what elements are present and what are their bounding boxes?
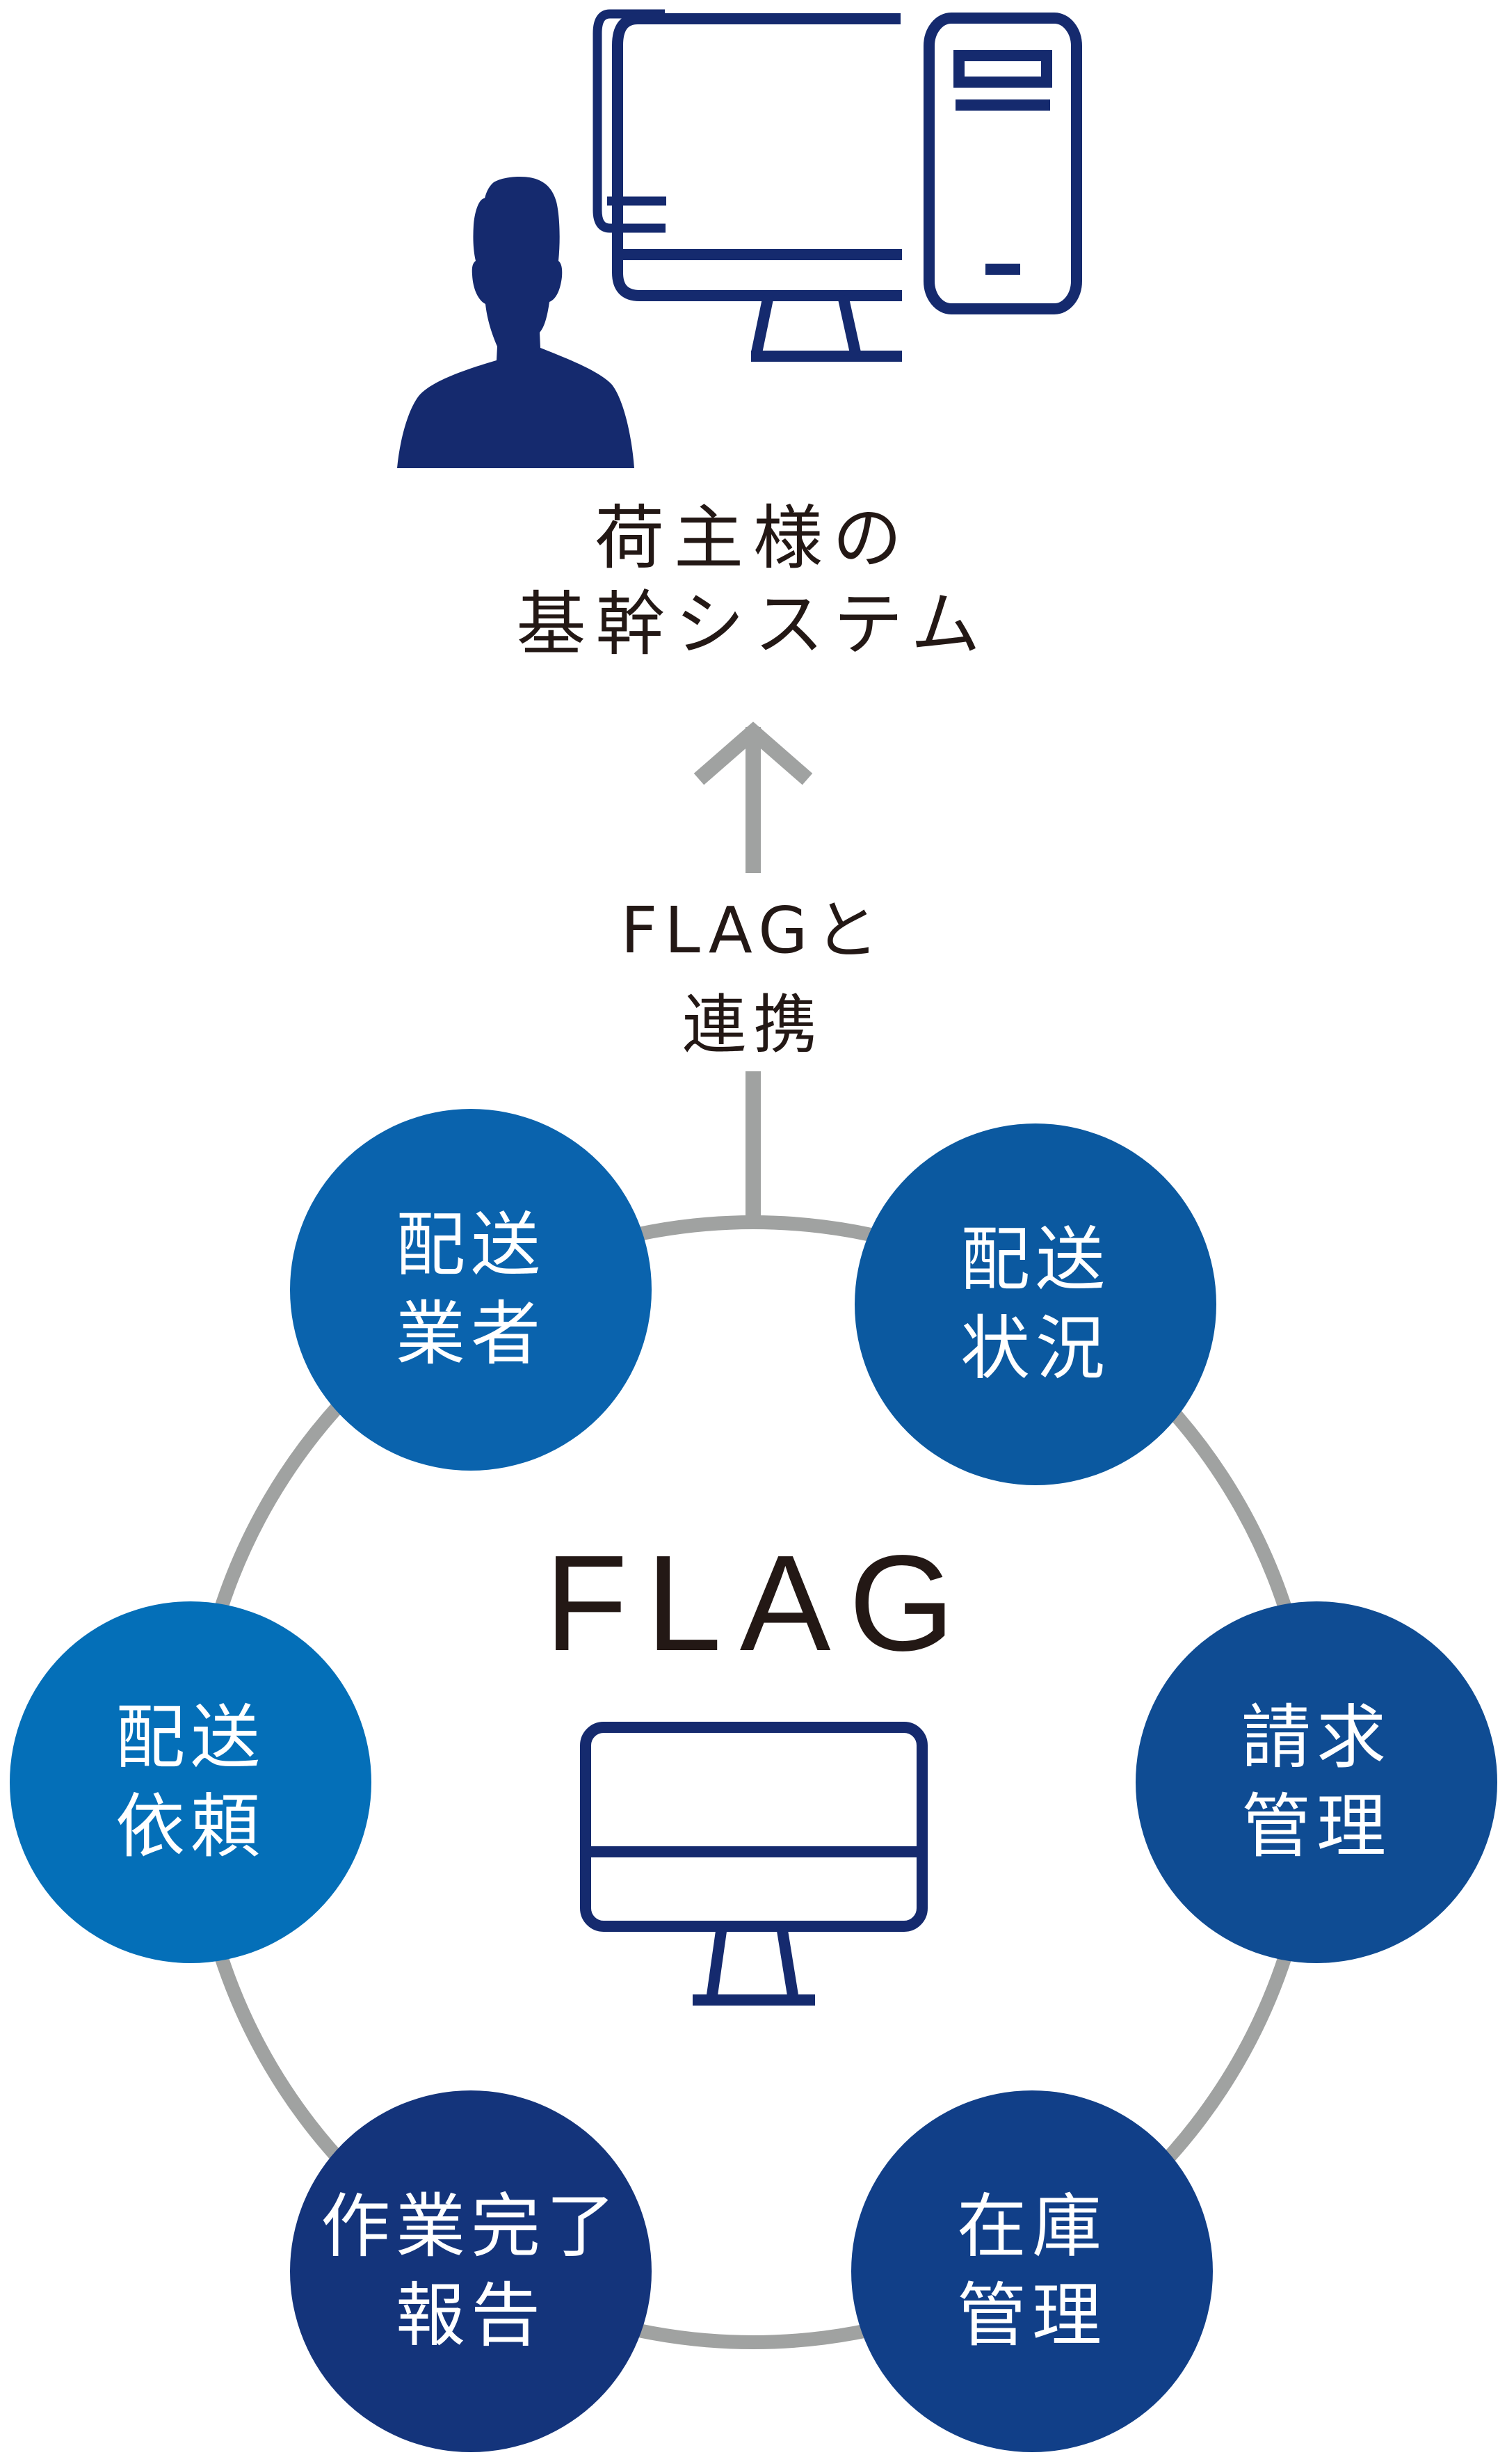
node-label-line: 業者: [396, 1293, 546, 1375]
shipper-system-label: 荷主様の 基幹システム: [405, 495, 1101, 668]
node-label-line: 配送: [115, 1697, 266, 1778]
node-haisou-joukyou: 配送 状況: [855, 1123, 1216, 1485]
pc-tower-icon: [924, 13, 1082, 314]
node-label-line: 報告: [396, 2275, 546, 2356]
node-label-line: 作業完了: [321, 2186, 621, 2267]
flag-link-label: FLAGと 連携: [579, 883, 927, 1073]
node-label-line: 管理: [957, 2275, 1107, 2356]
desktop-monitor-icon: [612, 13, 902, 362]
node-haisou-irai: 配送 依頼: [10, 1601, 371, 1963]
flag-link-label-line: FLAGと: [620, 893, 886, 968]
flag-title: FLAG: [545, 1527, 973, 1679]
node-label-line: 配送: [960, 1219, 1111, 1300]
node-seikyuu-kanri: 請求 管理: [1136, 1601, 1497, 1963]
node-label-line: 管理: [1241, 1786, 1392, 1867]
node-label-line: 依頼: [115, 1786, 266, 1867]
node-label-line: 請求: [1241, 1697, 1392, 1778]
node-zaiko-kanri: 在庫 管理: [851, 2090, 1213, 2452]
arrow-up-icon: [693, 721, 813, 873]
node-haisou-gyousha: 配送 業者: [290, 1109, 652, 1471]
person-icon: [397, 177, 634, 468]
monitor-icon: [580, 1722, 928, 2006]
shipper-system-label-line: 荷主様の: [595, 497, 912, 579]
node-label-line: 配送: [396, 1204, 546, 1286]
node-label-line: 在庫: [957, 2186, 1107, 2267]
node-label-line: 状況: [960, 1308, 1111, 1389]
flag-link-label-line: 連携: [682, 988, 824, 1062]
shipper-system-label-line: 基幹システム: [516, 584, 990, 665]
desktop-monitor-icon: [593, 9, 666, 233]
node-sagyou-kanryou-houkoku: 作業完了 報告: [290, 2090, 652, 2452]
